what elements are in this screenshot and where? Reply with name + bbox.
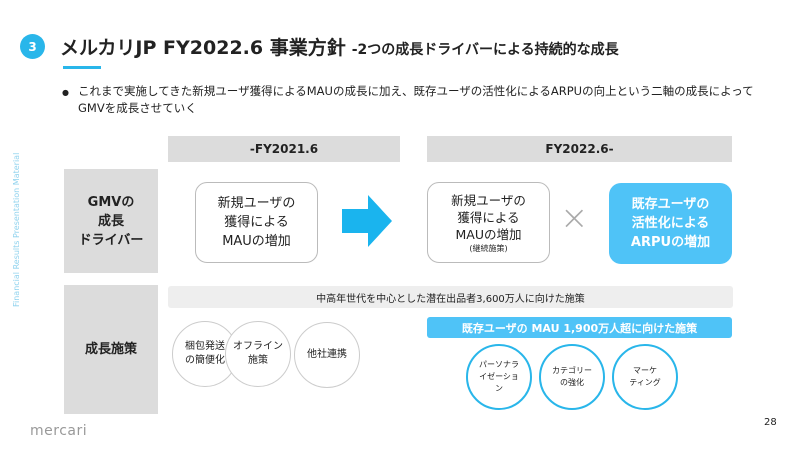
row-label-measures: 成長施策: [64, 285, 158, 414]
measure-circle-blue: パーソナライゼーション: [466, 344, 532, 410]
bullet-text: これまで実施してきた新規ユーザ獲得によるMAUの成長に加え、既存ユーザの活性化に…: [78, 84, 754, 115]
page-title: メルカリJP FY2022.6 事業方針 -2つの成長ドライバーによる持続的な成長: [60, 33, 619, 60]
row-label-drivers: GMVの 成長 ドライバー: [64, 169, 158, 273]
box-line: 活性化による: [631, 216, 710, 231]
measures-bar-blue: 既存ユーザの MAU 1,900万人超に向けた施策: [427, 317, 732, 338]
title-main: メルカリJP FY2022.6 事業方針: [60, 37, 346, 59]
column-header-past: -FY2021.6: [168, 136, 400, 162]
mercari-logo: mercari: [30, 423, 88, 439]
times-icon: ×: [560, 198, 589, 238]
new-driver-box: 既存ユーザの活性化による ARPUの増加: [609, 183, 732, 264]
title-underline: [63, 66, 101, 69]
box-line: 新規ユーザの: [451, 192, 526, 208]
bullet-point: ● これまで実施してきた新規ユーザ獲得によるMAUの成長に加え、既存ユーザの活性化…: [62, 83, 754, 115]
box-line: 既存ユーザの: [631, 197, 710, 212]
measure-circle-blue: マーケティング: [612, 344, 678, 410]
box-line: 獲得による: [224, 215, 289, 230]
arrow-right-icon: [342, 195, 392, 247]
section-number-badge: 3: [20, 34, 45, 59]
title-subtitle: -2つの成長ドライバーによる持続的な成長: [351, 42, 619, 58]
page-number: 28: [764, 417, 777, 428]
measure-circle: オフライン施策: [225, 321, 291, 387]
box-line: MAUの増加: [222, 234, 291, 249]
measures-bar-gray: 中高年世代を中心とした潜在出品者3,600万人に向けた施策: [168, 286, 733, 308]
box-line: 獲得による: [457, 209, 520, 225]
column-header-future: FY2022.6-: [427, 136, 732, 162]
box-line: MAUの増加: [455, 226, 522, 242]
side-label: Financial Results Presentation Material: [12, 152, 21, 308]
box-line: 新規ユーザの: [217, 196, 296, 211]
box-note: (継続施策): [469, 243, 508, 253]
measure-circle-blue: カテゴリーの強化: [539, 344, 605, 410]
bullet-marker: ●: [62, 88, 69, 97]
measure-circle: 他社連携: [294, 322, 360, 388]
box-line: ARPUの増加: [630, 235, 711, 250]
past-driver-box: 新規ユーザの獲得による MAUの増加: [195, 182, 318, 263]
